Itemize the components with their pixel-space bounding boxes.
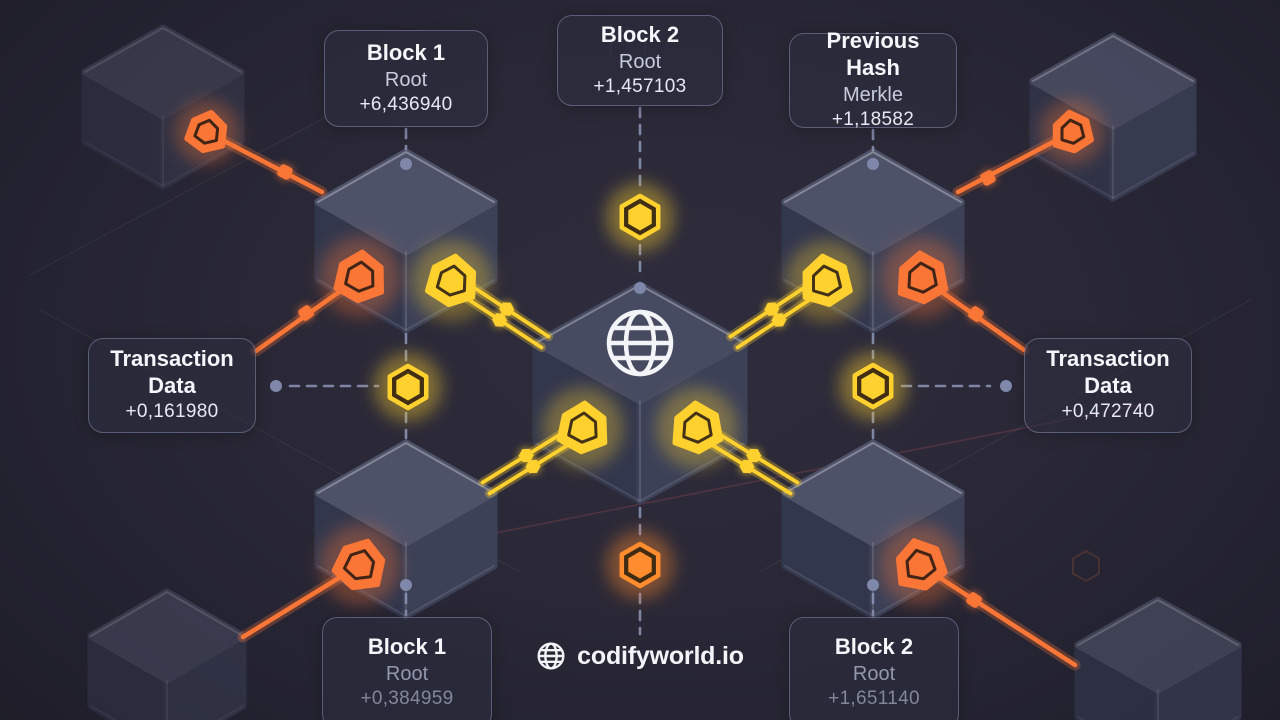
card-title: Block 2 xyxy=(600,21,680,47)
brand-name: codifyworld.io xyxy=(577,641,744,670)
hexagon-nodes xyxy=(374,183,907,599)
brand-logo: codifyworld.io xyxy=(0,641,1280,671)
connector-nodes xyxy=(175,100,1104,605)
isometric-cube xyxy=(1074,596,1242,720)
card-value: +0,472740 xyxy=(1061,400,1155,422)
isometric-cube xyxy=(81,24,245,190)
card-subtitle: Root xyxy=(384,68,428,91)
globe-icon xyxy=(537,642,565,670)
card-title: Transaction Data xyxy=(1046,346,1170,399)
card-subtitle: Merkle xyxy=(842,83,903,106)
card-subtitle: Root xyxy=(618,50,662,73)
previous-hash-card: Previous Hash Merkle +1,18582 xyxy=(789,28,957,130)
card-title: Block 1 xyxy=(367,634,447,660)
dashed-connectors xyxy=(270,106,1012,636)
block2-bottom-card: Block 2 Root +1,651140 xyxy=(789,617,959,720)
yellow-links xyxy=(443,271,835,499)
card-title: Block 1 xyxy=(366,39,446,65)
transaction-data-right-card: Transaction Data +0,472740 xyxy=(1024,338,1192,433)
card-value: +6,436940 xyxy=(359,93,453,115)
card-value: +1,651140 xyxy=(828,688,920,710)
card-subtitle: Root xyxy=(385,663,429,686)
transaction-data-left-card: Transaction Data +0,161980 xyxy=(88,338,256,433)
block1-top-card: Block 1 Root +6,436940 xyxy=(324,30,488,127)
card-value: +0,384959 xyxy=(360,688,454,710)
card-title: Transaction Data xyxy=(110,346,234,399)
card-value: +1,457103 xyxy=(593,75,687,97)
globe-icon xyxy=(606,309,674,377)
card-value: +0,161980 xyxy=(125,400,219,422)
card-title: Block 2 xyxy=(834,634,914,660)
block2-top-card: Block 2 Root +1,457103 xyxy=(557,15,723,106)
card-title: Previous Hash xyxy=(826,28,920,81)
block1-bottom-card: Block 1 Root +0,384959 xyxy=(322,617,492,720)
isometric-cube xyxy=(87,588,247,720)
card-subtitle: Root xyxy=(852,663,896,686)
card-value: +1,18582 xyxy=(831,108,915,130)
